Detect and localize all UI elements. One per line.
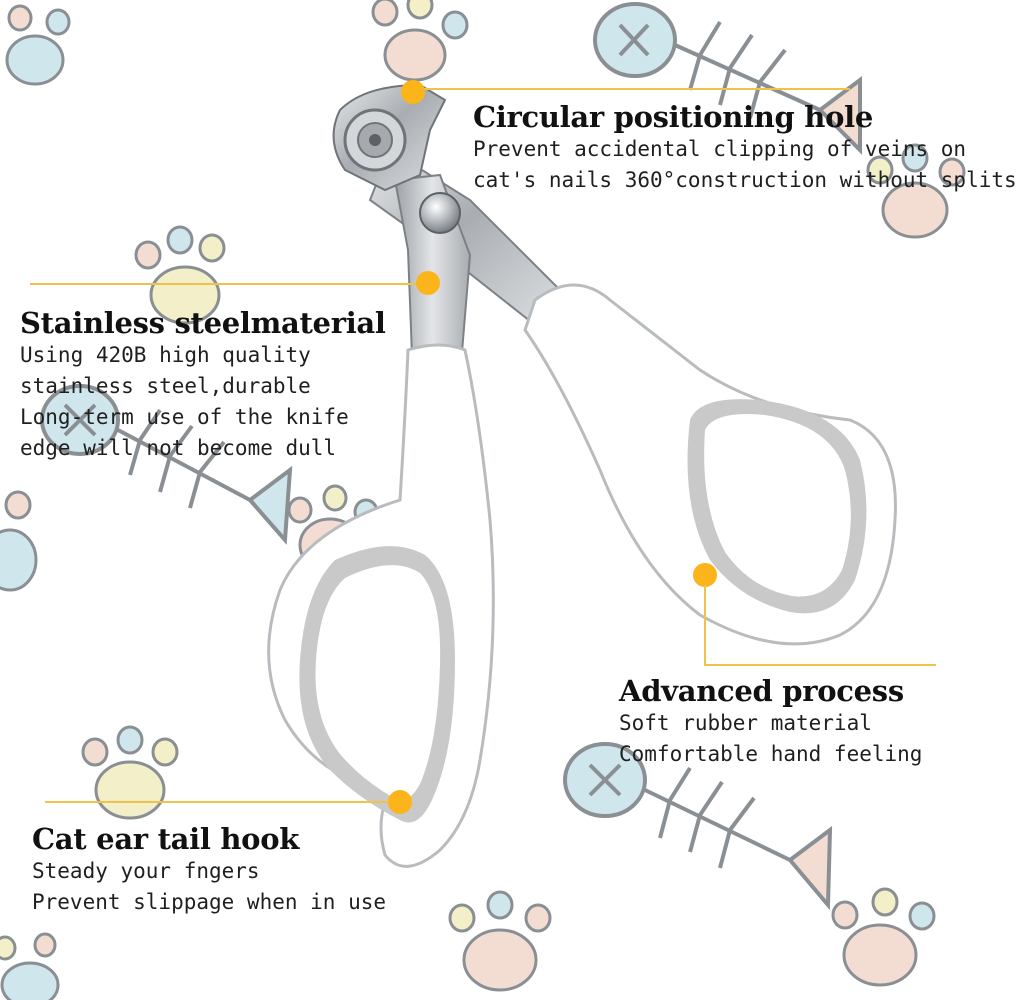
fish-bone-icon <box>40 384 293 545</box>
paw-print-icon <box>448 890 552 992</box>
callout-title: Cat ear tail hook <box>32 822 300 856</box>
callout-text-line: edge will not become dull <box>20 436 337 460</box>
fish-bone-icon <box>563 742 833 911</box>
cat-nail-clipper-illustration <box>267 83 897 868</box>
callout-text-line: cat's nails 360°construction without spl… <box>473 168 1017 192</box>
callout-text-line: Long-term use of the knife <box>20 405 349 429</box>
callout-marker-dot <box>416 271 440 295</box>
callout-steel-material: Stainless steelmaterial Using 420B high … <box>20 306 386 464</box>
callout-advanced-process: Advanced process Soft rubber material Co… <box>619 674 922 770</box>
paw-print-icon <box>0 932 60 1000</box>
callout-title: Circular positioning hole <box>473 100 873 134</box>
callout-title: Stainless steelmaterial <box>20 306 386 340</box>
paw-print-icon <box>5 4 71 86</box>
callout-text-line: Steady your fngers <box>32 859 260 883</box>
callout-title: Advanced process <box>619 674 904 708</box>
leader-line <box>45 801 405 803</box>
leader-line <box>704 664 936 666</box>
callout-text-line: Comfortable hand feeling <box>619 742 923 766</box>
callout-marker-dot <box>388 790 412 814</box>
callout-ear-tail-hook: Cat ear tail hook Steady your fngers Pre… <box>32 822 386 918</box>
callout-text-line: Prevent slippage when in use <box>32 890 387 914</box>
paw-print-icon <box>831 887 936 987</box>
callout-marker-dot <box>401 80 425 104</box>
callout-text-line: Prevent accidental clipping of veins on <box>473 137 967 161</box>
callout-text-line: stainless steel,durable <box>20 374 311 398</box>
background-doodles <box>0 0 966 1000</box>
paw-print-icon <box>371 0 469 82</box>
callout-positioning-hole: Circular positioning hole Prevent accide… <box>473 100 1017 196</box>
paw-print-icon <box>0 490 38 592</box>
leader-line <box>410 88 850 90</box>
callout-text-line: Using 420B high quality <box>20 343 311 367</box>
paw-print-icon <box>866 143 966 239</box>
leader-line <box>704 585 706 665</box>
callout-marker-dot <box>693 563 717 587</box>
fish-bone-icon <box>593 2 862 155</box>
callout-text-line: Soft rubber material <box>619 711 872 735</box>
pivot-rivet <box>419 192 461 234</box>
paw-print-icon <box>81 725 179 820</box>
paw-print-icon <box>134 225 226 325</box>
leader-line <box>30 283 428 285</box>
